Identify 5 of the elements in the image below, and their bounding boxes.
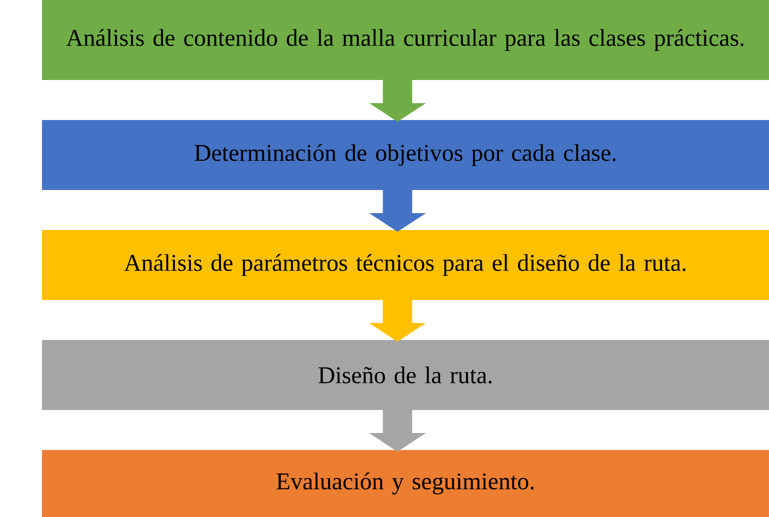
process-box: Diseño de la ruta. xyxy=(42,340,769,410)
process-box: Análisis de parámetros técnicos para el diseño de la ruta. xyxy=(42,230,769,300)
process-box: Evaluación y seguimiento. xyxy=(42,450,769,517)
process-box: Determinación de objetivos por cada clase. xyxy=(42,120,769,190)
process-box: Análisis de contenido de la malla curricular para las clases prácticas. xyxy=(42,0,769,80)
